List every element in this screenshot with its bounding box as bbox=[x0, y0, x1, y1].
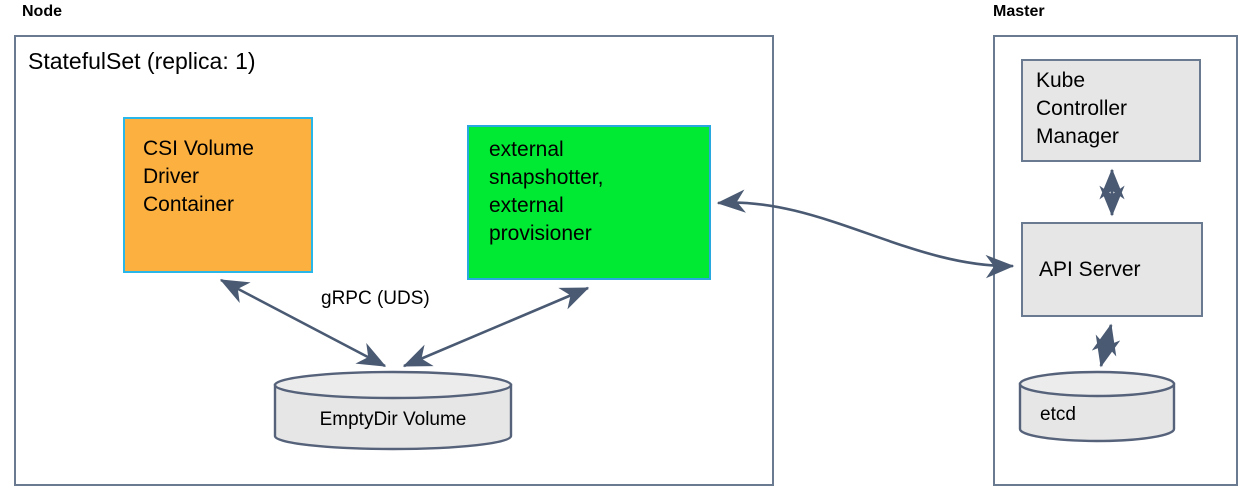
node-etcd[interactable]: etcd bbox=[1018, 370, 1176, 443]
node-api-server[interactable]: API Server bbox=[1021, 222, 1203, 317]
node-csi-volume-driver-container[interactable]: CSI Volume Driver Container bbox=[123, 117, 313, 273]
group-title-node: Node bbox=[22, 3, 62, 20]
group-title-master: Master bbox=[993, 3, 1045, 20]
edge-label-grpc-uds: gRPC (UDS) bbox=[321, 288, 430, 309]
node-label-csi-volume-driver-container: CSI Volume Driver Container bbox=[143, 137, 254, 216]
statefulset-caption: StatefulSet (replica: 1) bbox=[28, 48, 256, 74]
cylinder-shape-etcd bbox=[1018, 370, 1176, 443]
node-label-api-server: API Server bbox=[1039, 257, 1141, 281]
node-label-kube-controller-manager: Kube Controller Manager bbox=[1036, 69, 1128, 148]
node-label-emptydir-volume: EmptyDir Volume bbox=[319, 409, 467, 430]
cylinder-shape-emptydir bbox=[273, 370, 513, 451]
node-external-sidecars[interactable]: external snapshotter, external provision… bbox=[467, 125, 711, 280]
node-label-etcd: etcd bbox=[1040, 404, 1076, 425]
node-emptydir-volume[interactable]: EmptyDir Volume bbox=[273, 370, 513, 451]
node-label-external-sidecars: external snapshotter, external provision… bbox=[489, 138, 604, 245]
node-kube-controller-manager[interactable]: Kube Controller Manager bbox=[1021, 59, 1201, 162]
